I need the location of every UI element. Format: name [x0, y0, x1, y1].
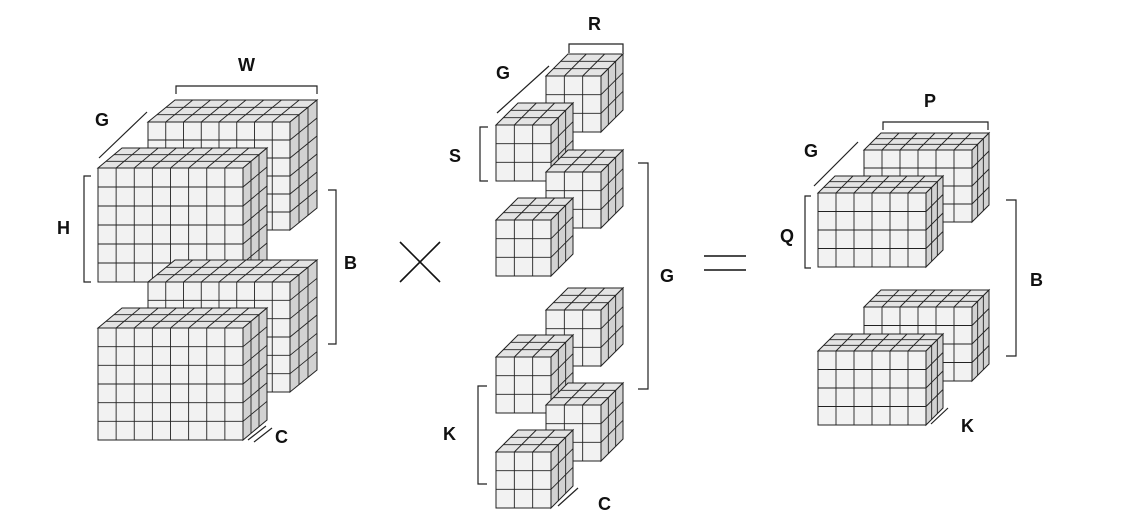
filter-label-g-right: G	[660, 266, 674, 286]
bracket-b-input	[328, 189, 337, 345]
output-block-front-top	[816, 174, 945, 269]
filter-block-4a	[494, 428, 575, 510]
bracket-k	[477, 385, 487, 485]
bracket-g-filter-right	[638, 162, 649, 390]
filter-block-2a	[494, 196, 575, 278]
bracket-c-filter	[557, 487, 579, 507]
input-label-w: W	[238, 55, 255, 75]
output-block-front-bottom	[816, 332, 945, 427]
bracket-p	[882, 121, 989, 130]
dimension-brackets	[83, 43, 1017, 507]
output-label-p: P	[924, 91, 936, 111]
bracket-c-input-2	[253, 427, 273, 443]
filter-label-s: S	[449, 146, 461, 166]
bracket-g-filter	[496, 65, 550, 114]
input-block-front-bottom	[96, 306, 269, 442]
filter-label-r: R	[588, 14, 601, 34]
bracket-g-input	[98, 111, 148, 159]
bracket-r	[568, 43, 624, 53]
filter-label-g-top: G	[496, 63, 510, 83]
operators	[399, 241, 746, 283]
bracket-g-output	[813, 141, 859, 187]
bracket-s	[479, 126, 488, 182]
block-front-face	[495, 219, 552, 277]
block-front-face	[495, 356, 552, 414]
filter-label-k: K	[443, 424, 456, 444]
bracket-k-output	[930, 407, 949, 425]
input-label-b: B	[344, 253, 357, 273]
output-label-q: Q	[780, 226, 794, 246]
output-label-b: B	[1030, 270, 1043, 290]
block-front-face	[495, 451, 552, 509]
bracket-h	[83, 175, 91, 283]
input-label-h: H	[57, 218, 70, 238]
bracket-b-output	[1006, 199, 1017, 357]
input-block-front-top	[96, 146, 269, 284]
block-front-face	[495, 124, 552, 182]
filter-block-3a	[494, 333, 575, 415]
cube-blocks	[96, 52, 991, 510]
bracket-q	[804, 195, 811, 269]
bracket-c-input	[247, 425, 267, 441]
input-label-g: G	[95, 110, 109, 130]
bracket-w	[175, 85, 318, 94]
multiply-sign	[399, 241, 441, 283]
input-label-c: C	[275, 427, 288, 447]
filter-label-c: C	[598, 494, 611, 514]
output-label-k: K	[961, 416, 974, 436]
output-label-g: G	[804, 141, 818, 161]
